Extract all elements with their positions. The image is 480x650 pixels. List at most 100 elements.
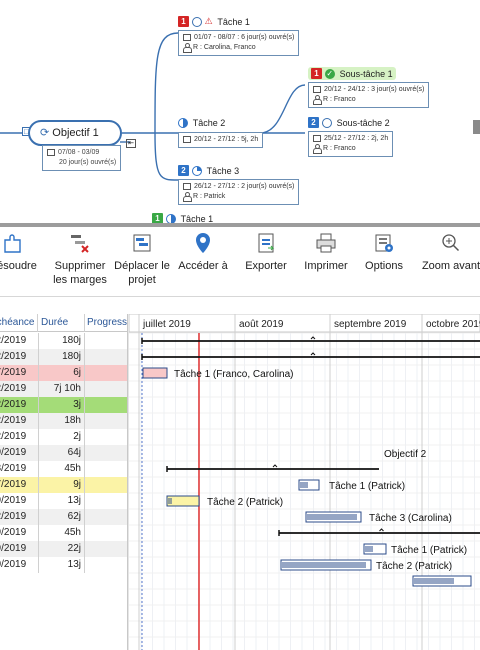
summary-label-objectif2: Objectif 2 [384,449,427,460]
warning-icon: ⚠ [204,16,213,27]
subtask1-dates: 20/12 - 24/12 : 3 jour(s) ouvré(s) [324,86,425,94]
progress-cell [85,509,127,525]
due-cell: 08/2019 [0,461,39,477]
column-header-due[interactable]: Échéance [0,314,38,332]
due-cell: 12/2019 [0,413,39,429]
pane-splitter[interactable] [0,223,480,227]
progress-cell [85,333,127,349]
subtask1-node[interactable]: 1 ✓ Sous-tâche 1 20/12 - 24/12 : 3 jour(… [308,67,430,109]
due-cell: 09/2019 [0,541,39,557]
mind-map-view: □ ⟳ Objectif 1 07/08 - 03/09 20 jour(s) … [0,0,480,223]
progress-circle-icon [321,117,332,128]
progress-cell [85,541,127,557]
column-header-progress[interactable]: Progression [87,317,127,328]
remove-margins-button[interactable]: Supprimer les marges [50,227,110,287]
subtask1-resources: R : Franco [323,96,356,104]
priority-badge: 1 [311,68,322,79]
expand-icon[interactable]: ⇤ [126,137,136,148]
task3-dates: 26/12 - 27/12 : 2 jour(s) ouvré(s) [194,183,295,191]
move-project-button[interactable]: Déplacer le projet [114,227,170,287]
subtask2-card: 25/12 - 27/12 : 2j, 2h R : Franco [308,131,394,158]
export-button[interactable]: Exporter [238,227,294,273]
half-progress-icon [165,213,176,223]
task3-card: 26/12 - 27/12 : 2 jour(s) ouvré(s) R : P… [178,179,300,206]
zoom-in-button[interactable]: Zoom avant [416,227,480,273]
column-header-duration[interactable]: Durée [39,314,85,332]
duration-cell: 3j [39,397,85,413]
quarter-progress-icon [191,165,202,176]
person-icon [183,43,192,54]
go-to-button[interactable]: Accéder à [174,227,232,273]
task3-node[interactable]: 2 Tâche 3 26/12 - 27/12 : 2 jour(s) ouvr… [178,165,300,206]
task2-node[interactable]: Tâche 2 20/12 - 27/12 : 5j, 2h [178,118,264,148]
task-bar-t1 [142,367,168,379]
priority-badge: 2 [178,165,189,176]
solve-label: Résoudre [0,260,37,272]
progress-cell [85,365,127,381]
due-cell: 12/2019 [0,333,39,349]
progress-cell [85,557,127,573]
scroll-handle[interactable] [473,120,480,134]
task-label-t2p: Tâche 2 (Patrick) [207,497,283,508]
export-label: Exporter [245,260,287,272]
person-icon [313,95,322,106]
progress-cell [85,477,127,493]
duration-cell: 2j [39,429,85,445]
progress-cell [85,493,127,509]
task1b-node[interactable]: 1 Tâche 1 [152,213,213,223]
print-button[interactable]: Imprimer [298,227,354,273]
task-bar-t-last [412,575,472,587]
month-label: septembre 2019 [334,319,407,330]
task2-card: 20/12 - 27/12 : 5j, 2h [178,132,264,148]
task-bar-t2p [166,495,200,507]
subtask2-node[interactable]: 2 Sous-tâche 2 25/12 - 27/12 : 2j, 2h R … [308,117,394,158]
progress-cell [85,381,127,397]
progress-cell [85,525,127,541]
grid-splitter[interactable] [127,314,129,650]
move-project-icon [114,227,170,259]
objective-dates: 07/08 - 03/09 [58,149,100,156]
due-cell: 12/2019 [0,397,39,413]
duration-cell: 64j [39,445,85,461]
export-icon [238,227,294,259]
location-pin-icon [174,227,232,259]
objective-card: 07/08 - 03/09 20 jour(s) ouvré(s) [42,145,122,171]
printer-icon [298,227,354,259]
check-icon: ✓ [324,68,335,79]
due-cell: 09/2019 [0,493,39,509]
objective-node[interactable]: ⟳ Objectif 1 [28,120,122,146]
solve-button[interactable]: Résoudre [0,227,40,273]
summary-bar-objectif2-mark [272,464,278,468]
duration-cell: 6j [39,365,85,381]
zoom-in-icon [416,227,480,259]
task-label-t1: Tâche 1 (Franco, Carolina) [174,369,294,380]
task1-card: 01/07 - 08/07 : 6 jour(s) ouvré(s) R : C… [178,30,300,57]
go-to-label: Accéder à [178,260,228,272]
task3-resources: R : Patrick [193,193,226,201]
half-progress-icon [178,118,188,129]
task1b-title: Tâche 1 [180,213,214,224]
options-label: Options [365,260,403,272]
progress-cell [85,445,127,461]
due-cell: 09/2019 [0,525,39,541]
task3-title: Tâche 3 [206,165,240,176]
task1-node[interactable]: 1 ⚠ Tâche 1 01/07 - 08/07 : 6 jour(s) ou… [178,16,300,57]
subtask2-dates: 25/12 - 27/12 : 2j, 2h [324,135,389,143]
duration-cell: 62j [39,509,85,525]
options-button[interactable]: Options [356,227,412,273]
